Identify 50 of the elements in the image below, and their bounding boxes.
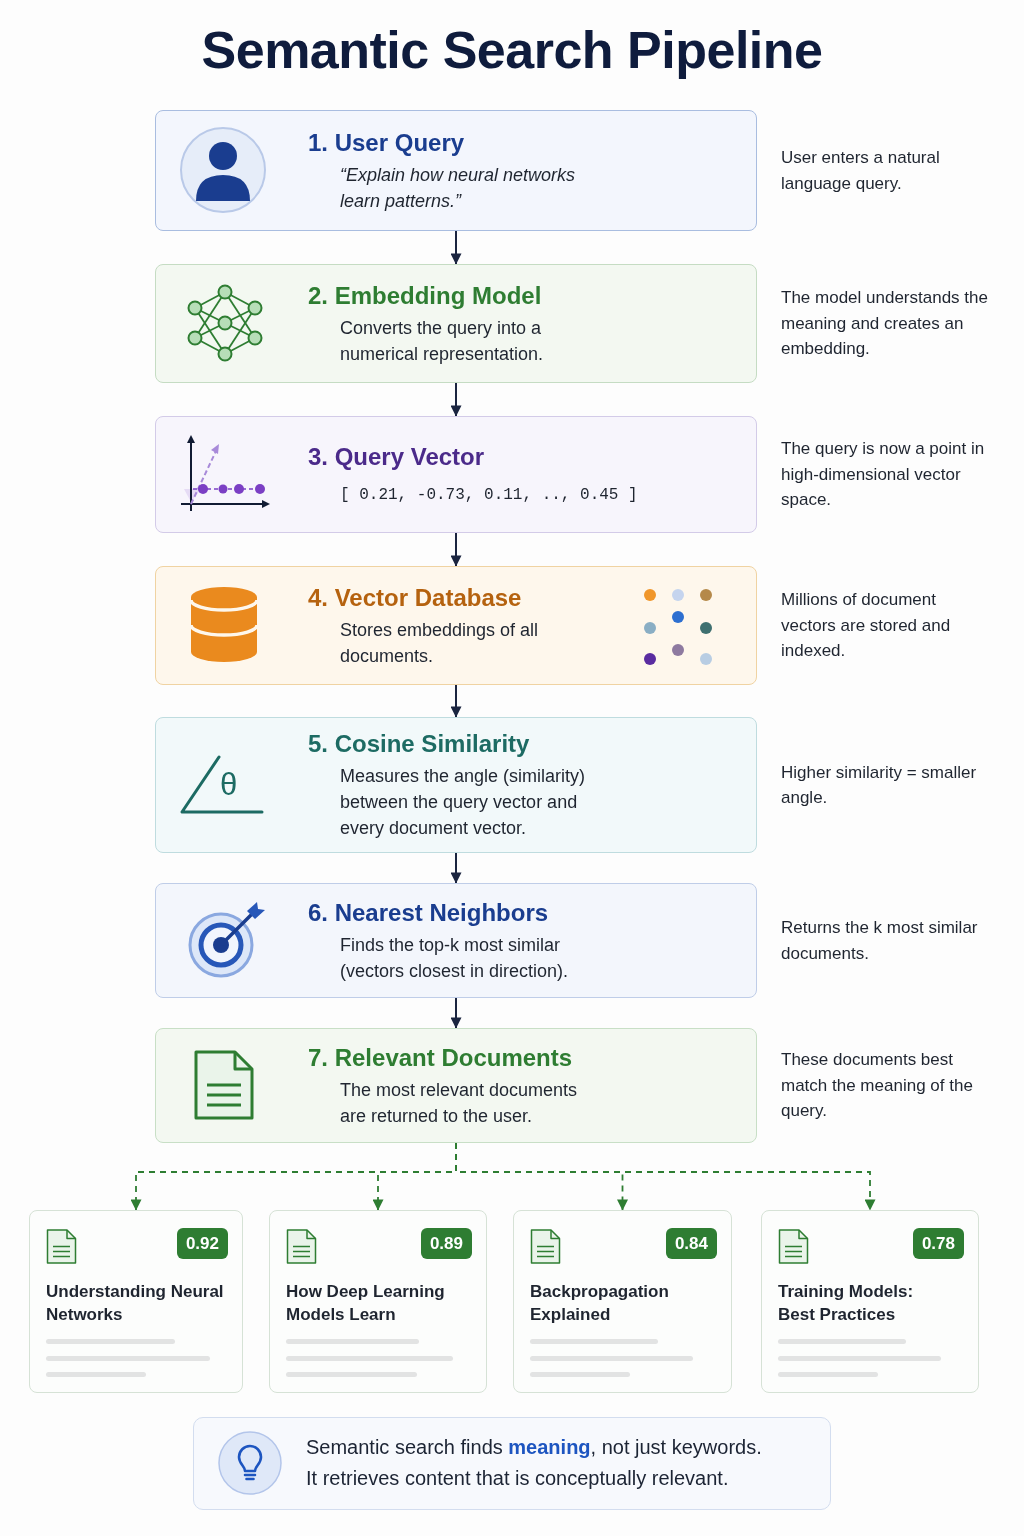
document-title: How Deep Learning Models Learn (286, 1281, 446, 1326)
arrow (450, 997, 462, 1029)
side-note: The model understands the meaning and creates an embedding. (781, 287, 989, 361)
step-title: 6. Nearest Neighbors (308, 897, 549, 928)
step-description: Measures the angle (similarity) between the query vector and every document vector. (340, 765, 587, 840)
process-box (155, 883, 757, 998)
process-box (155, 110, 757, 231)
document-card (761, 1210, 979, 1393)
step-description: Converts the query into a numerical representation. (340, 316, 545, 366)
document-card (29, 1210, 243, 1393)
similarity-score-badge: 0.78 (912, 1228, 964, 1259)
side-note: These documents best match the meaning of the query. (781, 1049, 974, 1123)
diagram-title: Semantic Search Pipeline (201, 20, 823, 81)
document-card (269, 1210, 487, 1393)
document-title: Understanding Neural Networks (46, 1281, 225, 1326)
document-title: Training Models: Best Practices (778, 1281, 915, 1326)
process-box (155, 264, 757, 383)
step-title: 5. Cosine Similarity (308, 729, 530, 759)
side-note: Returns the k most similar documents. (781, 917, 979, 965)
process-box (155, 1028, 757, 1143)
process-box (155, 566, 757, 685)
side-note: The query is now a point in high-dimensional vector space. (781, 438, 986, 512)
step-title: 4. Vector Database (308, 582, 522, 613)
step-description: The most relevant documents are returned to the user. (340, 1078, 579, 1128)
step-description: Finds the top-k most similar (vectors closest in direction). (340, 933, 570, 983)
step-title: 1. User Query (308, 127, 465, 158)
similarity-score-badge: 0.89 (420, 1228, 472, 1259)
arrow (450, 684, 462, 718)
side-note: Millions of document vectors are stored and indexed. (781, 589, 952, 663)
arrow (450, 532, 462, 567)
similarity-score-badge: 0.92 (176, 1228, 228, 1259)
process-box (155, 717, 757, 853)
arrow (450, 230, 462, 265)
vector-values: [ 0.21, -0.73, 0.11, .., 0.45 ] (340, 484, 638, 506)
arrow (450, 382, 462, 417)
step-description: Stores embeddings of all documents. (340, 618, 540, 668)
step-title: 3. Query Vector (308, 441, 485, 472)
note-box (193, 1417, 831, 1510)
document-title: Backpropagation Explained (530, 1281, 670, 1326)
side-note: User enters a natural language query. (781, 147, 941, 195)
document-card (513, 1210, 732, 1393)
similarity-score-badge: 0.84 (665, 1228, 717, 1259)
note-text: Semantic search finds meaning, not just keywords. It retrieves content that is conceptually relevant. (306, 1435, 763, 1491)
query-text: “Explain how neural networks learn patterns.” (340, 163, 577, 213)
step-title: 2. Embedding Model (308, 280, 542, 311)
arrow (450, 852, 462, 884)
step-title: 7. Relevant Documents (308, 1042, 573, 1073)
theta-symbol: θ (220, 768, 238, 802)
process-box (155, 416, 757, 533)
side-note: Higher similarity = smaller angle. (781, 761, 978, 809)
